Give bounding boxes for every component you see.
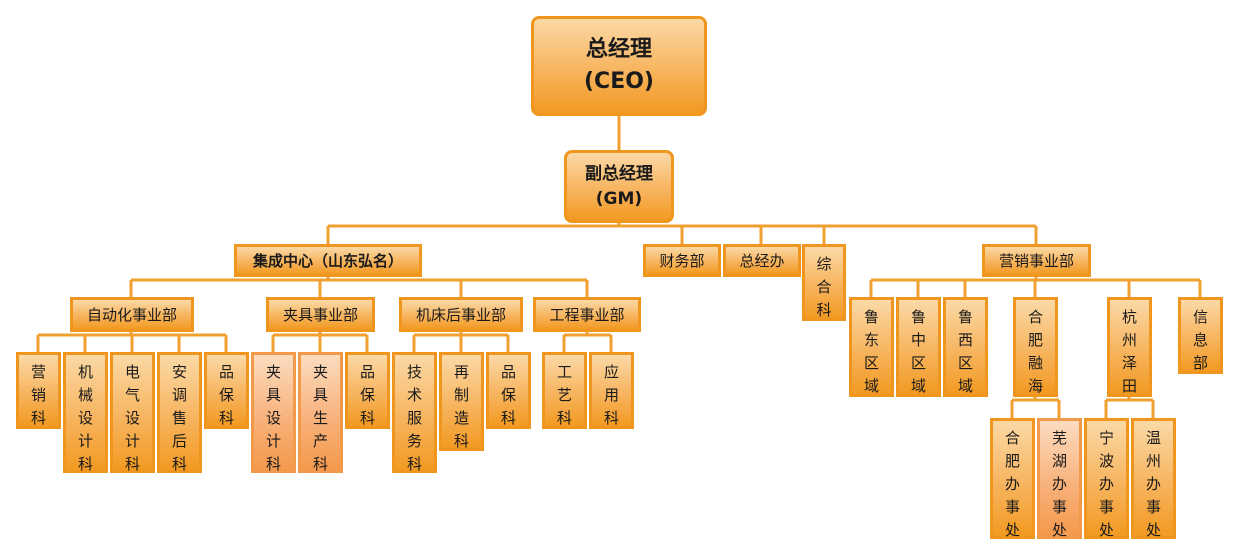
automation-division-box[interactable]: 自动化事业部 [70, 297, 194, 332]
integration-center-label: 集成中心（山东弘名） [252, 252, 403, 270]
marketing-unit-label: 鲁西区域 [958, 308, 974, 395]
gm-office-box[interactable]: 总经办 [723, 244, 801, 277]
connector-machine-bus [412, 331, 510, 352]
ceo-box[interactable]: 总经理 (CEO) [531, 16, 707, 116]
finance-box[interactable]: 财务部 [643, 244, 721, 277]
marketing-unit-label: 鲁东区域 [864, 308, 880, 395]
unit-box[interactable]: 品保科 [486, 352, 531, 429]
unit-box[interactable]: 应用科 [589, 352, 634, 429]
unit-box[interactable]: 品保科 [204, 352, 249, 429]
marketing-unit-label: 合肥融海 [1028, 308, 1044, 395]
connector-eng-bus [562, 331, 613, 352]
unit-box[interactable]: 营销科 [16, 352, 61, 429]
marketing-unit-label: 鲁中区域 [911, 308, 927, 395]
office-label: 温州办事处 [1146, 429, 1162, 539]
connector-marketing-bus [869, 276, 1202, 297]
unit-label: 应用科 [604, 363, 620, 427]
unit-box[interactable]: 夹具生产科 [298, 352, 343, 473]
gm-title: 副总经理 [585, 163, 653, 184]
office-label: 合肥办事处 [1005, 429, 1021, 539]
connector-gm-bus [326, 222, 1038, 244]
unit-box[interactable]: 再制造科 [439, 352, 484, 451]
unit-label: 品保科 [219, 363, 235, 427]
automation-division-label: 自动化事业部 [86, 306, 177, 324]
engineering-division-box[interactable]: 工程事业部 [533, 297, 641, 332]
unit-box[interactable]: 工艺科 [542, 352, 587, 429]
gm-box[interactable]: 副总经理 (GM) [564, 150, 674, 223]
machine-tool-division-label: 机床后事业部 [415, 306, 506, 324]
office-box[interactable]: 宁波办事处 [1084, 418, 1129, 539]
unit-label: 品保科 [501, 363, 517, 427]
machine-tool-division-box[interactable]: 机床后事业部 [399, 297, 523, 332]
marketing-unit-label: 杭州泽田 [1122, 308, 1138, 395]
fixture-division-box[interactable]: 夹具事业部 [266, 297, 375, 332]
marketing-unit-box[interactable]: 鲁东区域 [849, 297, 894, 397]
marketing-unit-box[interactable]: 信息部 [1178, 297, 1223, 374]
general-section-label: 综合科 [816, 255, 832, 319]
unit-label: 再制造科 [454, 363, 470, 450]
integration-center-box[interactable]: 集成中心（山东弘名） [234, 244, 422, 277]
connector-fixture-bus [271, 331, 369, 352]
office-label: 芜湖办事处 [1052, 429, 1068, 539]
marketing-unit-box[interactable]: 合肥融海 [1013, 297, 1058, 397]
unit-box[interactable]: 电气设计科 [110, 352, 155, 473]
unit-label: 工艺科 [557, 363, 573, 427]
unit-label: 营销科 [31, 363, 47, 427]
marketing-unit-label: 信息部 [1193, 308, 1209, 372]
unit-box[interactable]: 品保科 [345, 352, 390, 429]
unit-label: 电气设计科 [125, 363, 141, 473]
office-label: 宁波办事处 [1099, 429, 1115, 539]
ceo-title: 总经理 [585, 37, 652, 62]
connector-hefei-bus [1010, 397, 1061, 418]
unit-label: 技术服务科 [407, 363, 423, 473]
unit-box[interactable]: 技术服务科 [392, 352, 437, 473]
marketing-unit-box[interactable]: 鲁西区域 [943, 297, 988, 397]
finance-label: 财务部 [659, 252, 705, 270]
connector-ic-bus [129, 276, 589, 297]
office-box[interactable]: 合肥办事处 [990, 418, 1035, 539]
gm-subtitle: (GM) [595, 188, 643, 209]
fixture-division-label: 夹具事业部 [282, 306, 358, 324]
office-box[interactable]: 芜湖办事处 [1037, 418, 1082, 539]
unit-box[interactable]: 安调售后科 [157, 352, 202, 473]
unit-label: 夹具生产科 [313, 363, 329, 473]
unit-label: 机械设计科 [78, 363, 94, 473]
marketing-unit-box[interactable]: 鲁中区域 [896, 297, 941, 397]
unit-label: 夹具设计科 [266, 363, 282, 473]
unit-box[interactable]: 机械设计科 [63, 352, 108, 473]
office-box[interactable]: 温州办事处 [1131, 418, 1176, 539]
ceo-subtitle: (CEO) [584, 69, 654, 94]
marketing-division-label: 营销事业部 [998, 252, 1074, 270]
marketing-division-box[interactable]: 营销事业部 [982, 244, 1091, 277]
marketing-unit-box[interactable]: 杭州泽田 [1107, 297, 1152, 397]
unit-label: 安调售后科 [172, 363, 188, 473]
connector-hangzhou-bus [1104, 397, 1155, 418]
unit-box[interactable]: 夹具设计科 [251, 352, 296, 473]
engineering-division-label: 工程事业部 [549, 306, 625, 324]
connector-auto-bus [36, 331, 228, 352]
gm-office-label: 总经办 [739, 252, 785, 270]
unit-label: 品保科 [360, 363, 376, 427]
general-section-box[interactable]: 综合科 [802, 244, 846, 321]
